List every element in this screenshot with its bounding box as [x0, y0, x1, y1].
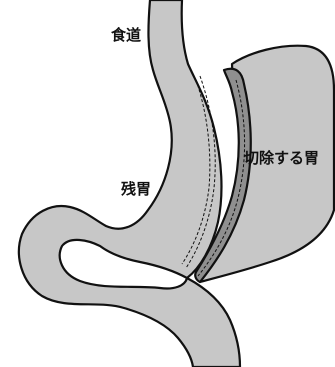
- label-resected-stomach: 切除する胃: [244, 149, 319, 167]
- label-esophagus: 食道: [111, 26, 141, 44]
- label-remnant-stomach: 残胃: [121, 180, 151, 198]
